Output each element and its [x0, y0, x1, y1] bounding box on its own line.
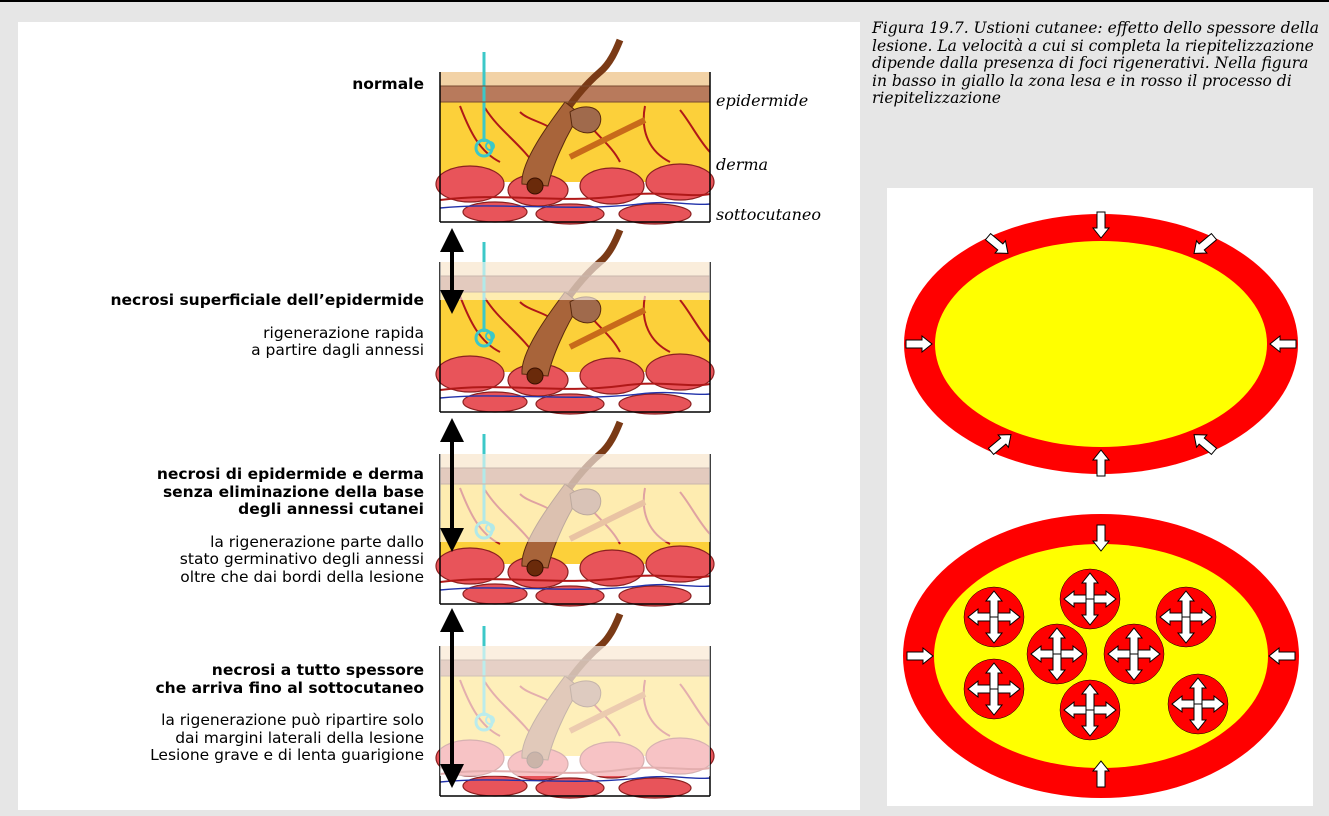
skin-panel-full-thickness	[436, 614, 714, 798]
skin-panel-superficial	[436, 230, 714, 414]
regeneration-edges-only	[904, 212, 1298, 476]
regeneration-with-foci	[903, 514, 1299, 798]
skin-panel-normal	[436, 40, 714, 224]
skin-panel-partial-thickness	[436, 422, 714, 606]
